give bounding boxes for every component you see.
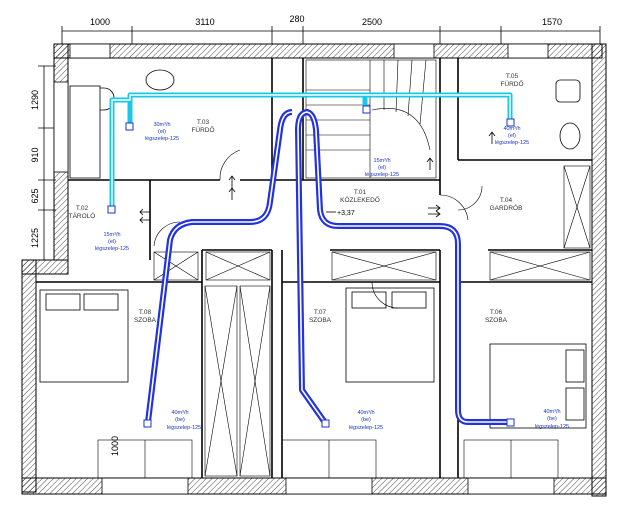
- supply-valve-3: légszelep-125: [535, 424, 569, 430]
- exhaust-mode-3: (el): [378, 165, 386, 171]
- dim-left-2: 910: [30, 147, 40, 162]
- exhaust-mode-4: (el): [108, 239, 116, 245]
- exhaust-labels: 30m³/h (el) légszelep-125 40m³/h (el) lé…: [95, 122, 529, 252]
- dim-door: 1000: [110, 436, 120, 456]
- exhaust-duct-centers: [111, 94, 511, 206]
- exhaust-flow-3: 15m³/h: [373, 158, 390, 164]
- dim-left-4: 1225: [30, 228, 40, 248]
- staircase: [305, 59, 437, 179]
- level-mark: +3,37: [337, 210, 355, 217]
- wardrobes: [153, 165, 591, 477]
- dim-top-1: 1000: [90, 17, 110, 27]
- room-name-t07: SZOBA: [309, 317, 332, 324]
- windows: [53, 43, 555, 495]
- room-name-t01: KÖZLEKEDŐ: [340, 195, 380, 204]
- balcony-doors: [97, 439, 559, 479]
- airflow-arrows: [139, 131, 496, 224]
- doors: [153, 149, 483, 309]
- beds: [39, 287, 587, 429]
- dim-top-5: 1570: [542, 17, 562, 27]
- supply-flow-3: 40m³/h: [543, 409, 560, 415]
- room-id-t01: T.01: [354, 189, 367, 196]
- room-name-t08: SZOBA: [134, 317, 157, 324]
- room-labels: T.01 KÖZLEKEDŐ T.02 TÁROLÓ T.03 FÜRDŐ T.…: [69, 73, 524, 324]
- exhaust-valve-3: légszelep-125: [365, 172, 399, 178]
- room-id-t03: T.03: [197, 119, 210, 126]
- air-valves: [107, 105, 515, 428]
- bathroom-fixtures: [69, 69, 581, 179]
- top-dimension-line: [61, 26, 601, 44]
- supply-duct-centers: [147, 111, 510, 425]
- exhaust-mode-2: (el): [508, 133, 516, 139]
- dim-left-3: 625: [30, 188, 40, 203]
- dim-top-4: 2500: [362, 17, 382, 27]
- supply-mode-2: (be): [361, 417, 371, 423]
- left-dimension-line: [38, 65, 56, 261]
- room-id-t05: T.05: [506, 73, 519, 80]
- room-id-t06: T.06: [490, 309, 503, 316]
- dim-left-1: 1290: [30, 90, 40, 110]
- room-id-t08: T.08: [139, 309, 152, 316]
- room-name-t05: FÜRDŐ: [500, 79, 523, 88]
- supply-valve-1: légszelep-125: [167, 425, 201, 431]
- room-name-t02: TÁROLÓ: [69, 211, 96, 220]
- supply-flow-1: 40m³/h: [171, 410, 188, 416]
- room-id-t04: T.04: [500, 197, 513, 204]
- exhaust-mode-1: (el): [158, 129, 166, 135]
- exhaust-valve-1: légszelep-125: [145, 136, 179, 142]
- exhaust-flow-2: 40m³/h: [503, 126, 520, 132]
- room-id-t02: T.02: [76, 205, 89, 212]
- supply-mode-1: (be): [175, 417, 185, 423]
- supply-labels: 40m³/h (be) légszelep-125 40m³/h (be) lé…: [167, 409, 569, 431]
- room-name-t04: GARDRÓB: [490, 203, 523, 212]
- room-name-t03: FÜRDŐ: [191, 125, 214, 134]
- exhaust-valve-4: légszelep-125: [95, 246, 129, 252]
- exhaust-flow-1: 30m³/h: [153, 122, 170, 128]
- exhaust-flow-4: 15m³/h: [103, 232, 120, 238]
- supply-flow-2: 40m³/h: [357, 410, 374, 416]
- supply-valve-2: légszelep-125: [349, 425, 383, 431]
- room-name-t06: SZOBA: [485, 317, 508, 324]
- supply-mode-3: (be): [547, 416, 557, 422]
- room-id-t07: T.07: [314, 309, 327, 316]
- exhaust-valve-2: légszelep-125: [495, 140, 529, 146]
- dim-top-2: 3110: [195, 17, 214, 27]
- dim-top-3: 280: [289, 14, 304, 24]
